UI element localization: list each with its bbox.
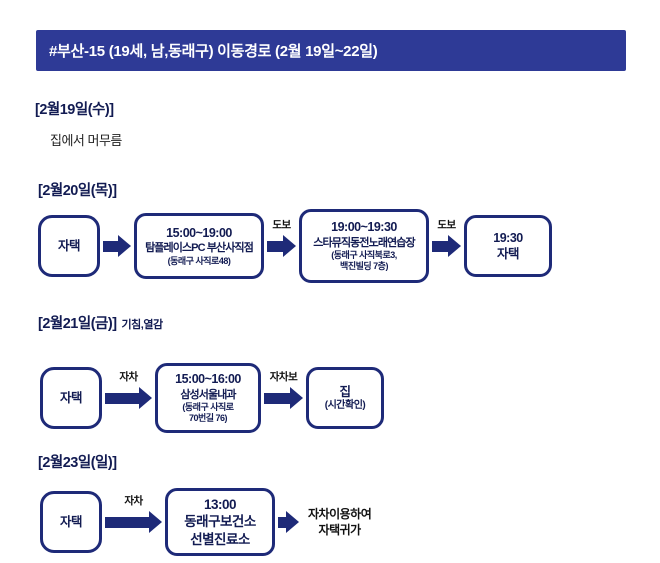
node-label: 집 xyxy=(339,384,351,399)
flow-feb23: 자택 자차 13:00 동래구보건소 선별진료소 자차이용하여 자택귀가 xyxy=(40,487,372,557)
arrow-label: 자차보 xyxy=(269,371,298,383)
stop-time: 15:00~16:00 xyxy=(175,372,241,387)
arrow-head-icon xyxy=(290,387,303,409)
node-clinic: 15:00~16:00 삼성서울내과 (동래구 사직로 70번길 76) xyxy=(155,363,261,433)
date-heading-feb20: [2월20일(목)] xyxy=(38,179,117,200)
stop-address: (동래구 사직로 xyxy=(182,402,234,413)
arrow-body xyxy=(105,392,139,404)
arrow-head-icon xyxy=(283,235,296,257)
return-home-line: 자택귀가 xyxy=(318,523,362,537)
stop-name: 선별진료소 xyxy=(190,531,250,547)
arrow-label: 도보 xyxy=(437,219,456,231)
node-note: (시간확인) xyxy=(324,399,366,411)
node-home-end: 19:30 자택 xyxy=(464,215,552,277)
stop-address: (동래구 사직북로3, xyxy=(331,250,397,261)
date-heading-feb21: [2월21일(금)] 기침,열감 xyxy=(38,312,163,333)
flow-arrow-walk: 도보 xyxy=(267,219,296,257)
stop-address: 70번길 76) xyxy=(188,413,228,424)
node-label: 자택 xyxy=(57,238,81,253)
date-heading-feb19: [2월19일(수)] xyxy=(35,98,114,119)
page-title: #부산-15 (19세, 남,동래구) 이동경로 (2월 19일~22일) xyxy=(49,43,378,60)
arrow-body xyxy=(103,240,118,252)
stop-name: 탐플레이스PC 부산사직점 xyxy=(145,242,254,255)
flow-arrow-car: 자차보 xyxy=(264,371,303,409)
stop-name: 스타뮤직동전노래연습장 xyxy=(313,236,415,249)
stop-time: 13:00 xyxy=(203,496,237,512)
arrow-head-icon xyxy=(149,511,162,533)
stop-address: 백진빌딩 7층) xyxy=(340,261,388,272)
flow-arrow-car: 자차 xyxy=(105,495,162,533)
node-home-start: 자택 xyxy=(38,215,100,277)
arrow-body xyxy=(432,240,448,252)
arrow-label: 도보 xyxy=(272,219,291,231)
date-text: [2월23일(일)] xyxy=(38,455,117,471)
flow-arrow xyxy=(278,511,299,533)
date-text: [2월19일(수)] xyxy=(35,102,114,118)
date-heading-feb23: [2월23일(일)] xyxy=(38,451,117,472)
node-label: 자택 xyxy=(496,247,520,261)
arrow-label: 자차 xyxy=(124,495,143,507)
symptom-note: 기침,열감 xyxy=(121,319,164,331)
stop-name: 동래구보건소 xyxy=(184,514,256,530)
stop-time: 19:30 xyxy=(493,230,523,245)
node-karaoke: 19:00~19:30 스타뮤직동전노래연습장 (동래구 사직북로3, 백진빌딩… xyxy=(299,209,429,283)
arrow-head-icon xyxy=(448,235,461,257)
arrow-body xyxy=(105,516,149,528)
node-label: 자택 xyxy=(59,390,83,405)
return-home-line: 자차이용하여 xyxy=(308,506,372,521)
arrow-head-icon xyxy=(286,511,299,533)
date-text: [2월20일(목)] xyxy=(38,183,117,199)
flow-arrow xyxy=(103,235,131,257)
arrow-body xyxy=(264,392,290,404)
node-home-start: 자택 xyxy=(40,367,102,429)
flow-arrow-car: 자차 xyxy=(105,371,152,409)
stop-address: (동래구 사직로48) xyxy=(167,255,231,266)
arrow-head-icon xyxy=(118,235,131,257)
flow-feb21: 자택 자차 15:00~16:00 삼성서울내과 (동래구 사직로 70번길 7… xyxy=(40,361,384,435)
flow-arrow-walk: 도보 xyxy=(432,219,461,257)
flow-feb20: 자택 15:00~19:00 탐플레이스PC 부산사직점 (동래구 사직로48)… xyxy=(38,207,552,285)
arrow-body xyxy=(267,240,283,252)
return-home-note: 자차이용하여 자택귀가 xyxy=(308,506,372,538)
date-text: [2월21일(금)] xyxy=(38,316,117,332)
stop-time: 15:00~19:00 xyxy=(166,226,232,241)
stay-home-note: 집에서 머무름 xyxy=(50,133,122,148)
title-banner: #부산-15 (19세, 남,동래구) 이동경로 (2월 19일~22일) xyxy=(36,30,626,71)
arrow-label: 자차 xyxy=(119,371,138,383)
node-label: 자택 xyxy=(59,514,83,529)
arrow-head-icon xyxy=(139,387,152,409)
arrow-body xyxy=(278,516,286,528)
node-home-end: 집 (시간확인) xyxy=(306,367,384,429)
stop-name: 삼성서울내과 xyxy=(180,388,236,401)
stop-time: 19:00~19:30 xyxy=(331,220,397,235)
node-pc-cafe: 15:00~19:00 탐플레이스PC 부산사직점 (동래구 사직로48) xyxy=(134,213,264,279)
node-home-start: 자택 xyxy=(40,491,102,553)
node-health-center: 13:00 동래구보건소 선별진료소 xyxy=(165,488,275,556)
